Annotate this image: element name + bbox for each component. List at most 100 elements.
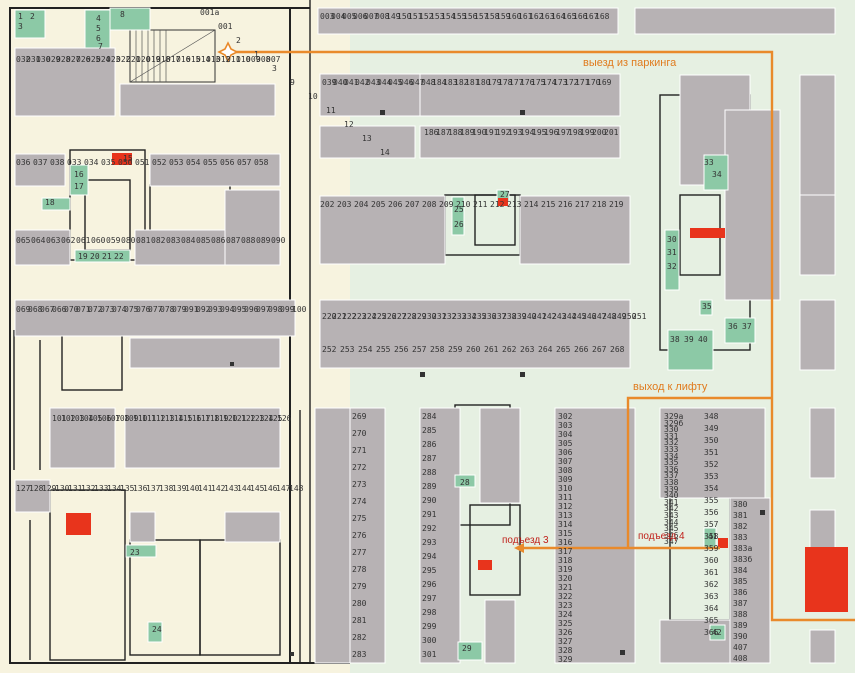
parking-spot-068: 068 bbox=[28, 305, 43, 314]
parking-spot-178: 178 bbox=[498, 78, 513, 87]
parking-spot-187: 187 bbox=[436, 128, 451, 137]
parking-spot-069: 069 bbox=[16, 305, 31, 314]
parking-spot-101: 101 bbox=[52, 414, 67, 423]
parking-spot-300: 300 bbox=[422, 636, 437, 645]
parking-spot-9: 9 bbox=[290, 78, 295, 87]
parking-spot-212: 212 bbox=[490, 200, 505, 209]
parking-spot-116: 116 bbox=[187, 414, 202, 423]
parking-spot-232: 232 bbox=[442, 312, 457, 321]
parking-spot-271: 271 bbox=[352, 446, 367, 455]
parking-spot-020: 020 bbox=[136, 55, 151, 64]
parking-spot-286: 286 bbox=[422, 440, 437, 449]
parking-spot-064: 064 bbox=[31, 236, 46, 245]
parking-spot-340: 340 bbox=[664, 491, 679, 501]
parking-spot-252: 252 bbox=[322, 345, 337, 354]
parking-spot-121: 121 bbox=[232, 414, 247, 423]
parking-spot-327: 327 bbox=[558, 637, 573, 646]
parking-spot-297: 297 bbox=[422, 594, 437, 603]
parking-spot-051: 051 bbox=[135, 158, 150, 167]
parking-spot-186: 186 bbox=[424, 128, 439, 137]
parking-spot-305: 305 bbox=[558, 439, 573, 448]
green-spot-24: 24 bbox=[152, 625, 162, 634]
parking-spot-216: 216 bbox=[558, 200, 573, 209]
parking-spot-193: 193 bbox=[508, 128, 523, 137]
parking-spot-360: 360 bbox=[704, 556, 719, 565]
parking-spot-318: 318 bbox=[558, 556, 573, 565]
parking-spot-114: 114 bbox=[169, 414, 184, 423]
parking-spot-030: 030 bbox=[36, 55, 51, 64]
parking-spot-013: 013 bbox=[206, 55, 221, 64]
parking-spot-276: 276 bbox=[352, 531, 367, 540]
parking-spot-235: 235 bbox=[472, 312, 487, 321]
parking-spot-366: 366 bbox=[704, 628, 719, 637]
parking-spot-084: 084 bbox=[181, 236, 196, 245]
green-spot-15: 15 bbox=[123, 154, 133, 163]
arrow-left-icon bbox=[514, 543, 524, 553]
parking-spot-014: 014 bbox=[196, 55, 211, 64]
green-spot-3: 3 bbox=[18, 22, 23, 31]
parking-spot-326: 326 bbox=[558, 628, 573, 637]
parking-spot-222: 222 bbox=[342, 312, 357, 321]
parking-spot-109: 109 bbox=[124, 414, 139, 423]
parking-spot-236: 236 bbox=[482, 312, 497, 321]
parking-spot-004: 004 bbox=[331, 12, 346, 21]
parking-spot-320: 320 bbox=[558, 574, 573, 583]
parking-spot-164: 164 bbox=[551, 12, 566, 21]
parking-spot-019: 019 bbox=[146, 55, 161, 64]
parking-spot-325: 325 bbox=[558, 619, 573, 628]
parking-spot-268: 268 bbox=[610, 345, 625, 354]
parking-spot-138: 138 bbox=[159, 484, 174, 493]
parking-spot-338: 338 bbox=[664, 478, 679, 487]
parking-spot-384: 384 bbox=[733, 566, 748, 575]
parking-spot-200: 200 bbox=[592, 128, 607, 137]
green-spot-38: 38 bbox=[670, 335, 680, 344]
parking-spot-365: 365 bbox=[704, 616, 719, 625]
parking-spot-104: 104 bbox=[79, 414, 94, 423]
parking-spot-215: 215 bbox=[541, 200, 556, 209]
green-spot-27: 27 bbox=[500, 190, 510, 199]
parking-spot-042: 042 bbox=[355, 78, 370, 87]
parking-spot-383: 383 bbox=[733, 533, 748, 542]
parking-spot-025: 025 bbox=[86, 55, 101, 64]
parking-spot-001: 001 bbox=[218, 22, 233, 31]
parking-spot-062: 062 bbox=[61, 236, 76, 245]
parking-spot-134: 134 bbox=[107, 484, 122, 493]
parking-spot-292: 292 bbox=[422, 524, 437, 533]
parking-spot-256: 256 bbox=[394, 345, 409, 354]
parking-spot-257: 257 bbox=[412, 345, 427, 354]
parking-spot-180: 180 bbox=[476, 78, 491, 87]
parking-spot-103: 103 bbox=[70, 414, 85, 423]
parking-spot-214: 214 bbox=[524, 200, 539, 209]
parking-spot-041: 041 bbox=[344, 78, 359, 87]
green-spot-21: 21 bbox=[102, 252, 112, 261]
parking-spot-146: 146 bbox=[263, 484, 278, 493]
green-spot-2: 2 bbox=[30, 12, 35, 21]
parking-spot-246: 246 bbox=[582, 312, 597, 321]
parking-spot-136: 136 bbox=[133, 484, 148, 493]
green-spot-26: 26 bbox=[454, 220, 464, 229]
parking-spot-130: 130 bbox=[55, 484, 70, 493]
parking-spot-206: 206 bbox=[388, 200, 403, 209]
parking-spot-119: 119 bbox=[214, 414, 229, 423]
parking-spot-259: 259 bbox=[448, 345, 463, 354]
parking-spot-189: 189 bbox=[460, 128, 475, 137]
parking-spot-198: 198 bbox=[568, 128, 583, 137]
parking-spot-277: 277 bbox=[352, 548, 367, 557]
parking-spot-266: 266 bbox=[574, 345, 589, 354]
parking-spot-244: 244 bbox=[562, 312, 577, 321]
parking-spot-169: 169 bbox=[597, 78, 612, 87]
parking-spot-204: 204 bbox=[354, 200, 369, 209]
parking-spot-141: 141 bbox=[198, 484, 213, 493]
parking-spot-175: 175 bbox=[531, 78, 546, 87]
parking-spot-149: 149 bbox=[386, 12, 401, 21]
parking-spot-333: 333 bbox=[664, 445, 679, 454]
parking-spot-240: 240 bbox=[522, 312, 537, 321]
parking-spot-191: 191 bbox=[484, 128, 499, 137]
parking-spot-181: 181 bbox=[465, 78, 480, 87]
green-spot-16: 16 bbox=[74, 170, 84, 179]
parking-spot-022: 022 bbox=[116, 55, 131, 64]
parking-spot-106: 106 bbox=[97, 414, 112, 423]
parking-spot-043: 043 bbox=[366, 78, 381, 87]
parking-spot-352: 352 bbox=[704, 460, 719, 469]
parking-spot-105: 105 bbox=[88, 414, 103, 423]
